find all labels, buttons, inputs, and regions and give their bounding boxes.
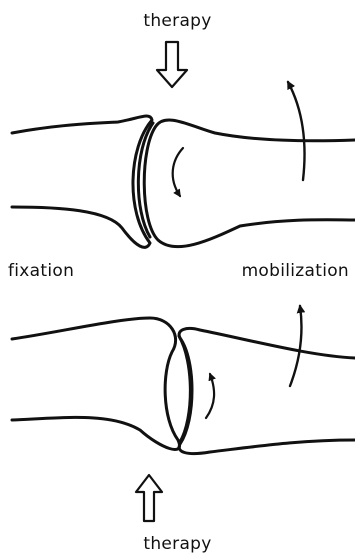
upper-left-bone (12, 116, 152, 247)
lower-joint (12, 306, 355, 454)
therapy-arrow-up-icon (136, 475, 162, 521)
lower-mobilization-arrow-icon (290, 306, 302, 386)
upper-mobilization-arrow-icon (288, 82, 305, 180)
therapy-arrow-down-icon (157, 42, 187, 87)
lower-rotation-arrow-icon (206, 374, 214, 418)
upper-joint (12, 82, 355, 247)
upper-right-bone (144, 120, 355, 247)
lower-right-bone (179, 328, 355, 453)
upper-rotation-arrow-icon (173, 148, 183, 196)
lower-left-bone (12, 318, 179, 449)
